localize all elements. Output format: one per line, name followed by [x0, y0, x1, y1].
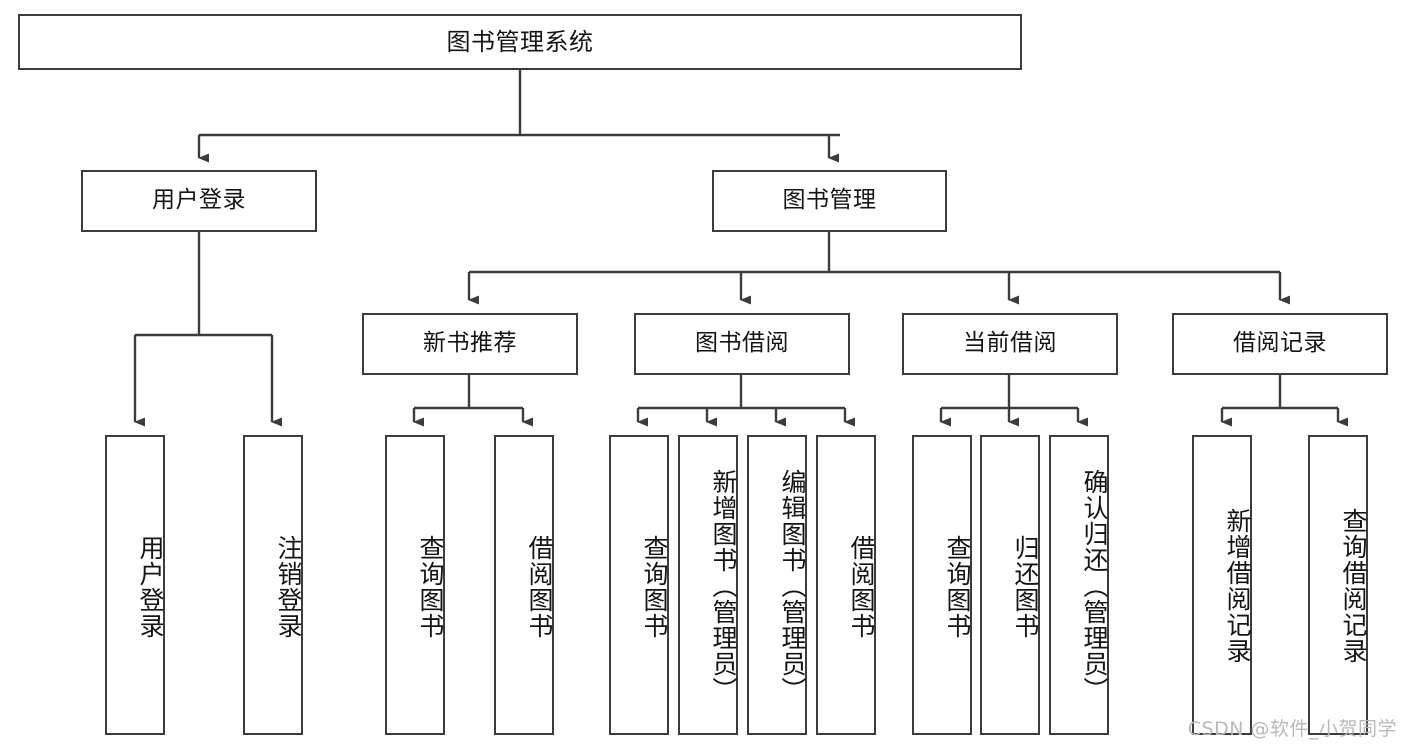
- node-borrow-record[interactable]: 借阅记录: [1172, 313, 1388, 375]
- node-label: 图书管理系统: [446, 27, 594, 56]
- leaf-logout-login[interactable]: 注销登录: [243, 435, 303, 735]
- leaf-query-borrow-record[interactable]: 查询借阅记录: [1308, 435, 1368, 735]
- leaf-confirm-return[interactable]: 确认归还（管理员）: [1049, 435, 1109, 735]
- leaf-user-login[interactable]: 用户登录: [105, 435, 165, 735]
- node-root-system[interactable]: 图书管理系统: [18, 14, 1022, 70]
- leaf-query-book-recommend[interactable]: 查询图书: [385, 435, 445, 735]
- leaf-label: 查询图书: [640, 535, 669, 639]
- node-label: 图书借阅: [695, 330, 789, 357]
- node-label: 借阅记录: [1233, 330, 1327, 357]
- leaf-label: 查询借阅记录: [1339, 508, 1368, 664]
- leaf-add-borrow-record[interactable]: 新增借阅记录: [1192, 435, 1252, 735]
- node-label: 图书管理: [782, 187, 877, 214]
- leaf-label: 归还图书: [1011, 535, 1040, 639]
- node-label: 用户登录: [152, 187, 246, 214]
- leaf-label: 借阅图书: [525, 535, 554, 639]
- leaf-borrow-book[interactable]: 借阅图书: [816, 435, 876, 735]
- leaf-label: 确认归还（管理员）: [1080, 469, 1109, 703]
- leaf-label: 新增图书（管理员）: [709, 469, 738, 703]
- node-label: 新书推荐: [423, 330, 517, 357]
- leaf-query-book-borrow[interactable]: 查询图书: [609, 435, 669, 735]
- leaf-edit-book[interactable]: 编辑图书（管理员）: [747, 435, 807, 735]
- leaf-label: 注销登录: [274, 535, 303, 639]
- node-current-borrow[interactable]: 当前借阅: [902, 313, 1118, 375]
- leaf-label: 用户登录: [136, 535, 165, 639]
- leaf-label: 查询图书: [943, 535, 972, 639]
- node-user-login[interactable]: 用户登录: [81, 170, 317, 232]
- leaf-return-book[interactable]: 归还图书: [980, 435, 1040, 735]
- node-label: 当前借阅: [963, 330, 1057, 357]
- leaf-label: 编辑图书（管理员）: [778, 469, 807, 703]
- leaf-label: 查询图书: [416, 535, 445, 639]
- leaf-add-book[interactable]: 新增图书（管理员）: [678, 435, 738, 735]
- leaf-borrow-book-recommend[interactable]: 借阅图书: [494, 435, 554, 735]
- leaf-query-book-current[interactable]: 查询图书: [912, 435, 972, 735]
- node-book-borrow[interactable]: 图书借阅: [634, 313, 850, 375]
- leaf-label: 新增借阅记录: [1223, 508, 1252, 664]
- node-new-book-recommend[interactable]: 新书推荐: [362, 313, 578, 375]
- node-book-manage[interactable]: 图书管理: [712, 170, 947, 232]
- leaf-label: 借阅图书: [847, 535, 876, 639]
